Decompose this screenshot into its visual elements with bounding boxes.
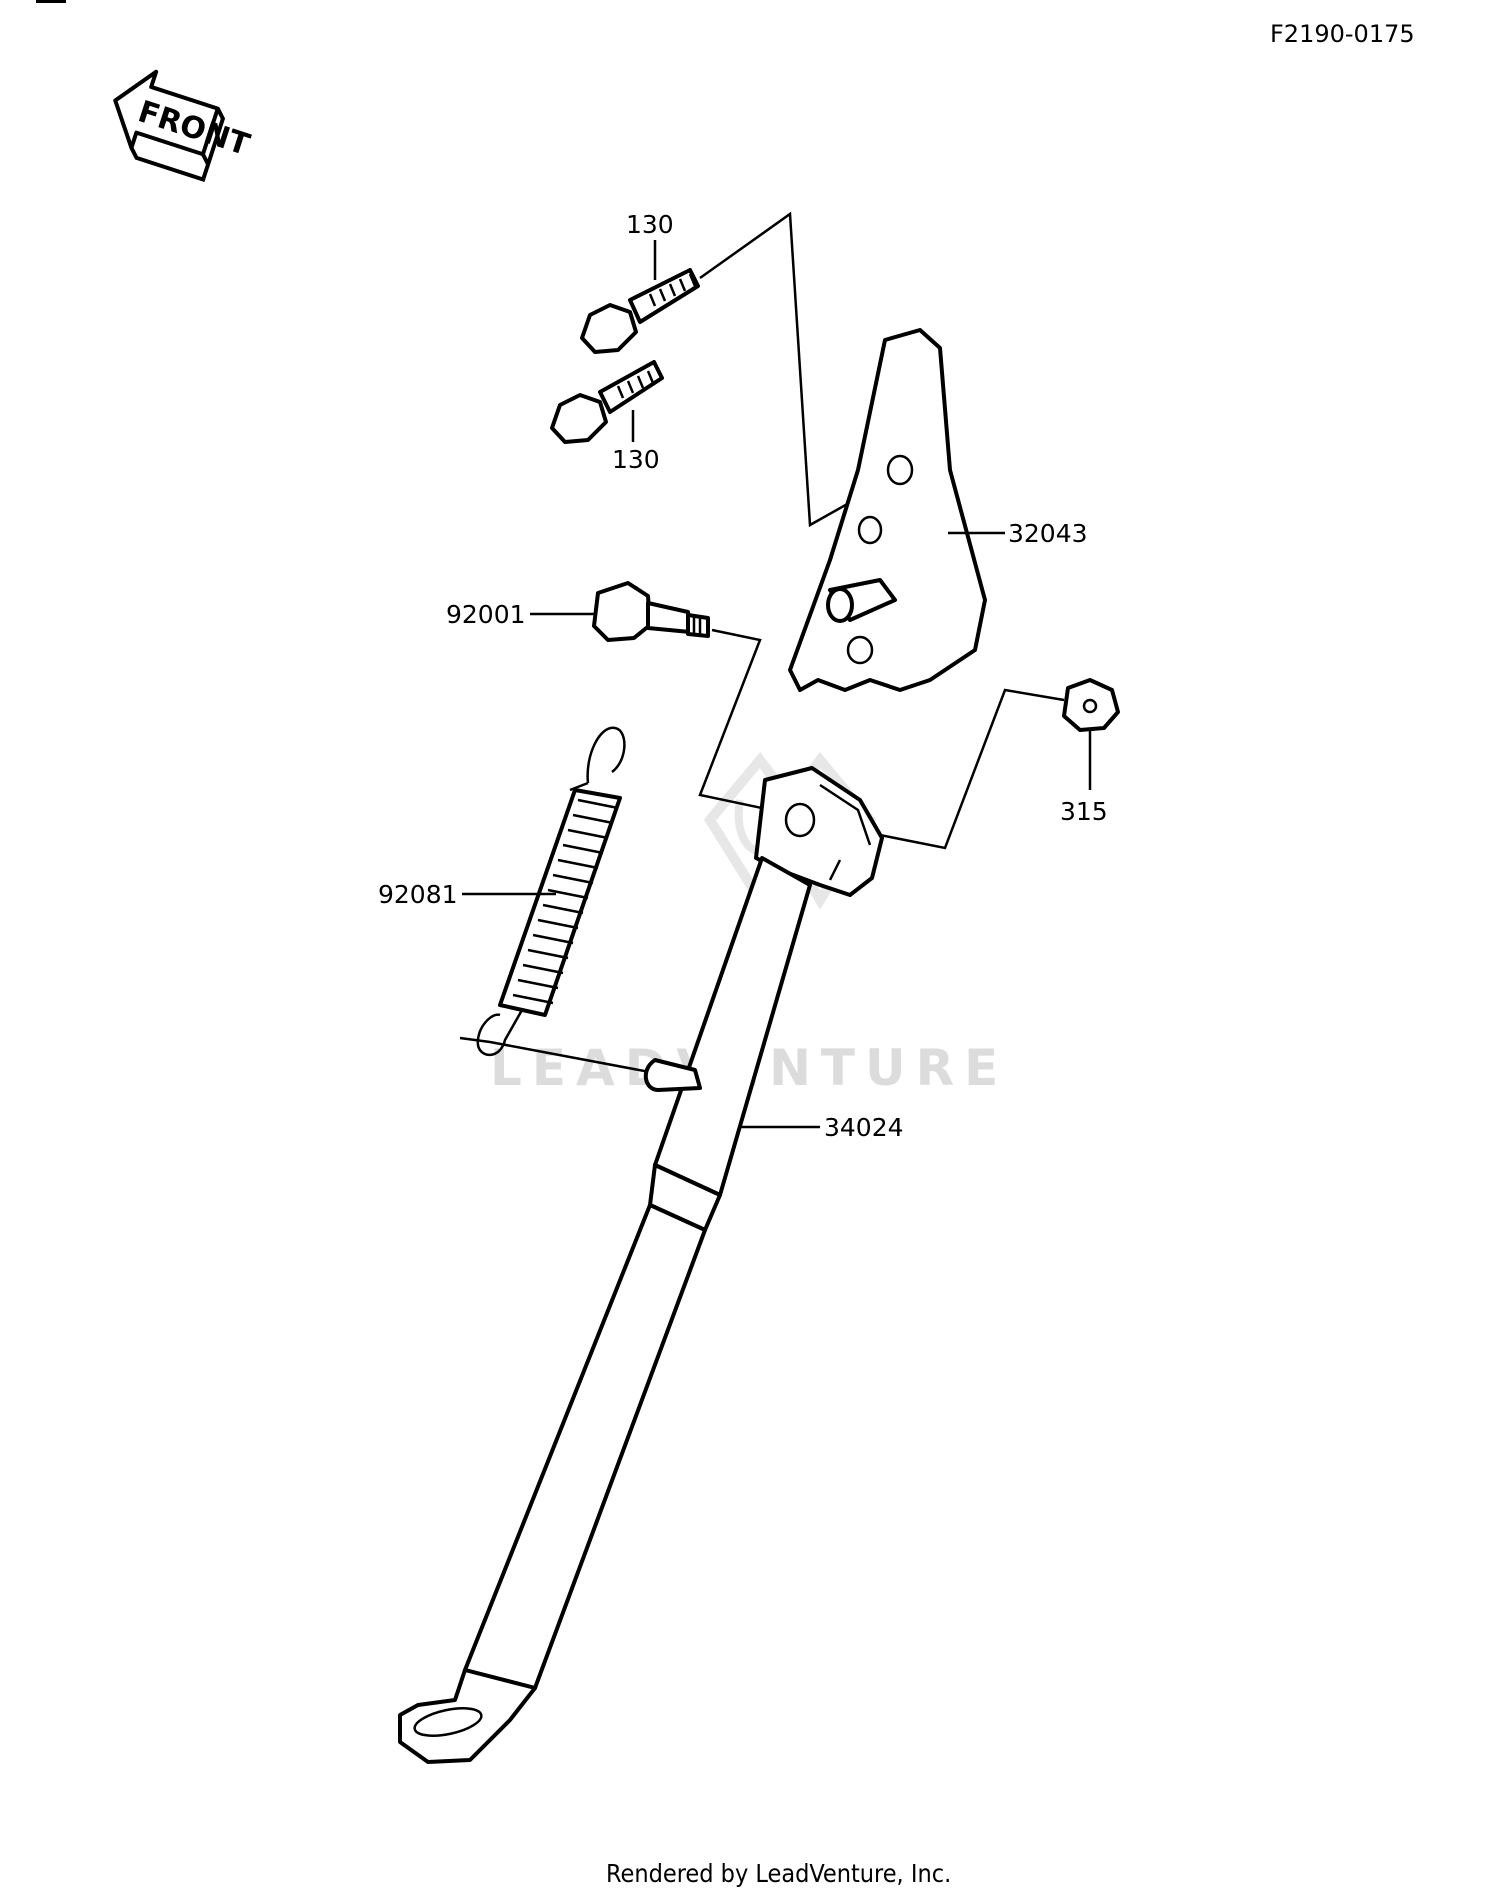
side-stand xyxy=(398,766,884,1764)
leader-pivot-to-stand xyxy=(698,628,796,817)
bolt-lower xyxy=(550,360,664,444)
label-130-lower: 130 xyxy=(612,445,660,474)
bracket xyxy=(788,328,987,692)
footer-credit: Rendered by LeadVenture, Inc. xyxy=(606,1859,951,1888)
leader-nut-to-stand xyxy=(879,688,1065,850)
front-arrow-icon: FRONT xyxy=(113,69,254,183)
label-130-upper: 130 xyxy=(626,210,674,239)
label-34024: 34024 xyxy=(824,1113,904,1142)
label-92081: 92081 xyxy=(378,880,458,909)
spring xyxy=(476,726,626,1057)
nut xyxy=(1062,678,1120,732)
bolt-upper xyxy=(580,268,700,354)
corner-mark xyxy=(36,0,66,3)
diagram-code: F2190-0175 xyxy=(1270,20,1415,48)
bolt-pivot xyxy=(592,581,710,642)
label-32043: 32043 xyxy=(1008,519,1088,548)
leader-spring-to-pin xyxy=(459,1036,656,1075)
label-315: 315 xyxy=(1060,797,1108,826)
label-92001: 92001 xyxy=(446,600,526,629)
